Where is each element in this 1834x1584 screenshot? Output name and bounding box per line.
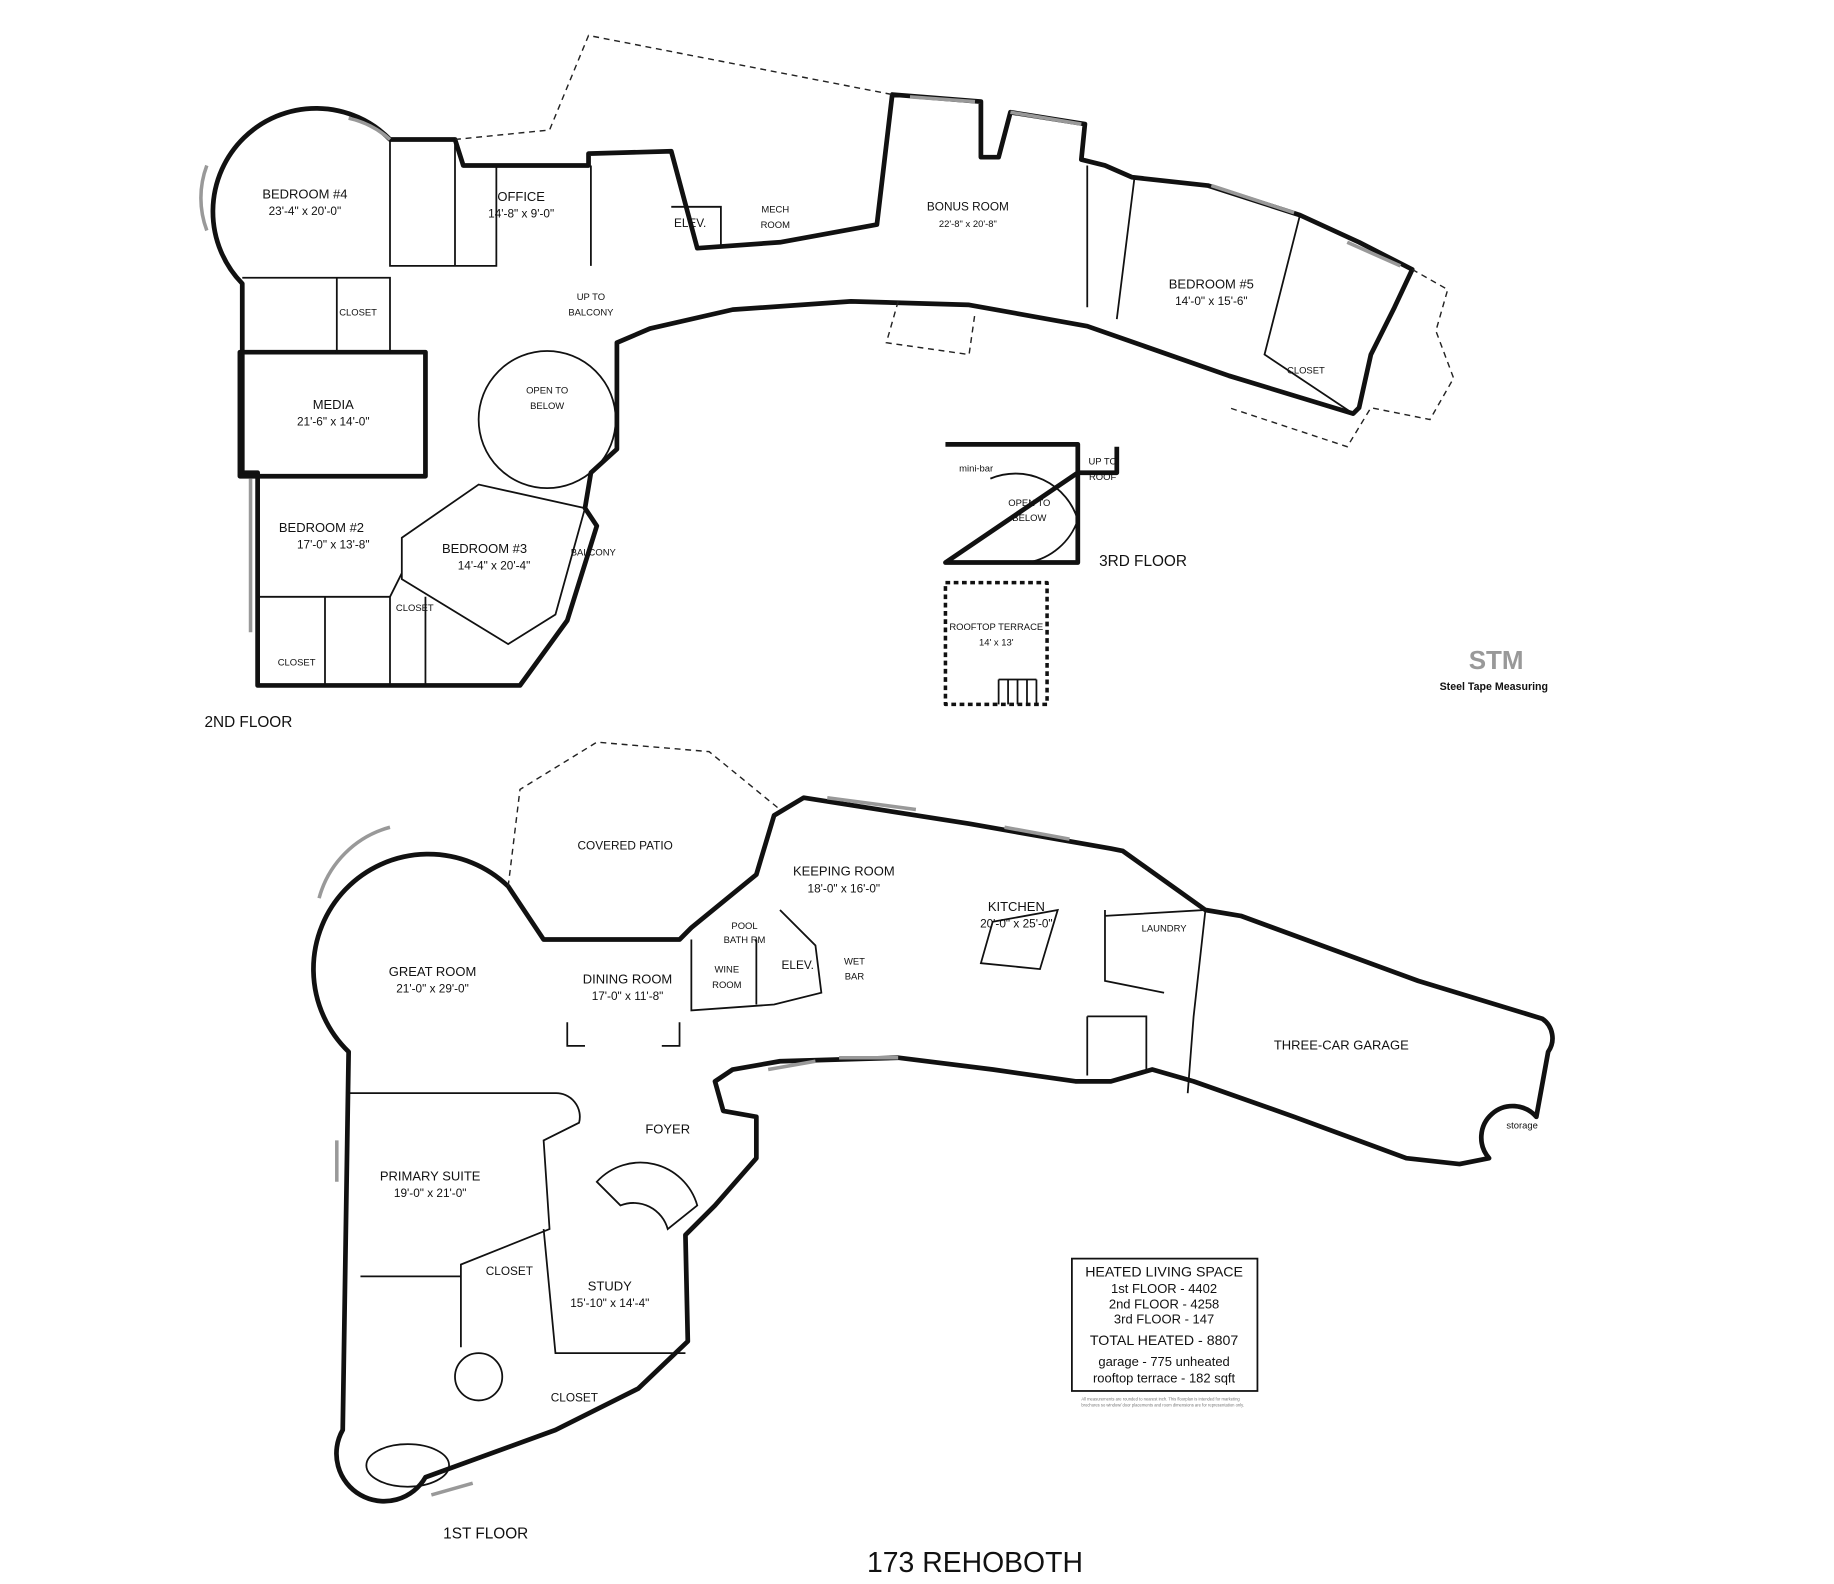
room-label: ELEV. [674, 216, 706, 230]
room-label: OFFICE [497, 189, 545, 204]
room-label: CLOSET [339, 308, 377, 319]
room-dims: 19'-0" x 21'-0" [394, 1186, 467, 1200]
legend-line: 3rd FLOOR - 147 [1114, 1312, 1214, 1327]
room-label: KITCHEN [988, 899, 1045, 914]
room-label: LAUNDRY [1142, 923, 1188, 934]
room-label: BATH RM [724, 935, 766, 946]
heated-space-legend: HEATED LIVING SPACE 1st FLOOR - 4402 2nd… [1071, 1257, 1259, 1408]
room-dims: 17'-0" x 11'-8" [592, 989, 664, 1003]
room-label: mini-bar [959, 464, 993, 475]
room-dims: 14'-0" x 15'-6" [1175, 294, 1248, 308]
first-floor-walls [311, 741, 1555, 1504]
room-label: COVERED PATIO [578, 839, 673, 853]
room-label: UP TO [1088, 456, 1116, 467]
room-label: FOYER [645, 1121, 690, 1136]
room-label: BALCONY [568, 308, 614, 319]
legend-note: garage - 775 unheated [1098, 1354, 1229, 1369]
floor-label-3rd: 3RD FLOOR [1099, 553, 1187, 570]
legend-line: 1st FLOOR - 4402 [1111, 1281, 1217, 1296]
room-label: GREAT ROOM [389, 964, 477, 979]
company-logo: STM Steel Tape Measuring [1440, 645, 1548, 693]
page-title: 173 REHOBOTH [867, 1547, 1083, 1579]
room-label: BEDROOM #3 [442, 541, 527, 556]
room-dims: 23'-4" x 20'-0" [269, 204, 342, 218]
legend-disclaimer: All measurements are rounded to nearest … [1081, 1396, 1245, 1408]
room-label: OPEN TO [1008, 498, 1050, 509]
room-label: ROOF [1089, 472, 1116, 483]
room-label: UP TO [577, 292, 605, 303]
room-dims: 14' x 13' [979, 637, 1014, 648]
floor-label-2nd: 2ND FLOOR [204, 714, 292, 731]
room-label: BAR [845, 972, 865, 983]
room-label: ROOFTOP TERRACE [949, 622, 1043, 633]
room-label: BALCONY [571, 547, 617, 558]
room-label: BEDROOM #4 [262, 187, 347, 202]
legend-note: rooftop terrace - 182 sqft [1093, 1371, 1236, 1386]
room-label: POOL [731, 921, 757, 932]
room-label: PRIMARY SUITE [380, 1169, 481, 1184]
room-label: MEDIA [313, 397, 354, 412]
room-label: CLOSET [278, 657, 316, 668]
legend-heading: HEATED LIVING SPACE [1085, 1264, 1243, 1280]
room-label: ROOM [761, 220, 790, 231]
room-label: WINE [714, 965, 739, 976]
legend-line: 2nd FLOOR - 4258 [1109, 1296, 1219, 1311]
room-label: BONUS ROOM [927, 199, 1009, 213]
legend-total: TOTAL HEATED - 8807 [1090, 1333, 1238, 1349]
third-floor-walls [943, 441, 1120, 707]
room-dims: 21'-0" x 29'-0" [396, 982, 469, 996]
logo-mark: STM [1469, 645, 1524, 675]
room-label: BELOW [1012, 513, 1046, 524]
room-label: THREE-CAR GARAGE [1274, 1037, 1409, 1052]
room-label: storage [1506, 1121, 1537, 1132]
room-label: BEDROOM #2 [279, 520, 364, 535]
logo-text: Steel Tape Measuring [1440, 681, 1548, 693]
room-dims: 15'-10" x 14'-4" [570, 1296, 649, 1310]
room-dims: 21'-6" x 14'-0" [297, 414, 370, 428]
room-label: BEDROOM #5 [1169, 276, 1254, 291]
floor-label-1st: 1ST FLOOR [443, 1526, 528, 1543]
room-label: DINING ROOM [583, 971, 672, 986]
room-label: CLOSET [551, 1391, 598, 1405]
room-label: ROOM [712, 980, 741, 991]
room-label: BELOW [530, 401, 564, 412]
room-dims: 22'-8" x 20'-8" [939, 219, 997, 230]
room-label: OPEN TO [526, 386, 568, 397]
room-label: STUDY [588, 1279, 632, 1294]
room-label: CLOSET [396, 603, 434, 614]
room-label: KEEPING ROOM [793, 864, 895, 879]
room-label: WET [844, 956, 865, 967]
room-label: CLOSET [1287, 365, 1325, 376]
room-label: ELEV. [782, 958, 814, 972]
second-floor-walls [199, 34, 1455, 688]
room-label: CLOSET [486, 1264, 533, 1278]
room-dims: 20'-0" x 25'-0" [980, 917, 1053, 931]
room-label: MECH [761, 205, 789, 216]
room-dims: 14'-8" x 9'-0" [488, 206, 554, 220]
room-dims: 17'-0" x 13'-8" [297, 537, 370, 551]
room-dims: 18'-0" x 16'-0" [808, 881, 881, 895]
room-dims: 14'-4" x 20'-4" [458, 559, 531, 573]
